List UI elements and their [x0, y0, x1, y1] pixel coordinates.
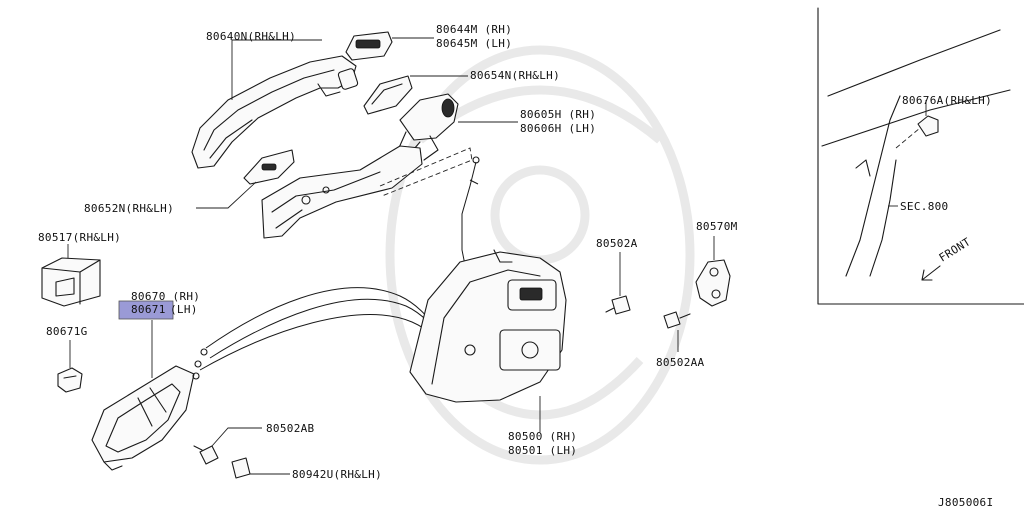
protector-80517[interactable] [41, 257, 101, 307]
callout-80605h: 80605H (RH) [520, 108, 596, 121]
callout-80645m: 80645M (LH) [436, 37, 512, 50]
gasket-80654n[interactable] [363, 75, 413, 115]
striker-80570m[interactable] [695, 259, 731, 307]
callout-80671-side: (LH) [170, 303, 198, 316]
callout-80502a: 80502A [596, 237, 638, 250]
outside-handle-bracket[interactable] [261, 145, 423, 239]
callout-80671g: 80671G [46, 325, 88, 338]
front-label: FRONT [937, 235, 973, 264]
cylinder-lock-80605h[interactable] [397, 93, 459, 161]
escutcheon-80644m[interactable] [345, 31, 393, 61]
callout-80640n: 80640N(RH&LH) [206, 30, 296, 43]
callout-80671-highlight[interactable] [118, 300, 174, 320]
callout-80652n: 80652N(RH&LH) [84, 202, 174, 215]
callout-80670: 80670 (RH) [131, 290, 200, 303]
inset-door-panel [817, 7, 1024, 305]
gasket-80652n[interactable] [243, 149, 295, 185]
callout-80501: 80501 (LH) [508, 444, 577, 457]
callout-sec800: SEC.800 [900, 200, 948, 213]
callout-80942u: 80942U(RH&LH) [292, 468, 382, 481]
screw-80502ab[interactable] [193, 445, 219, 465]
callout-80644m: 80644M (RH) [436, 23, 512, 36]
callout-80502aa: 80502AA [656, 356, 705, 369]
callout-80654n: 80654N(RH&LH) [470, 69, 560, 82]
callout-80517: 80517(RH&LH) [38, 231, 121, 244]
image-code: J805006I [938, 496, 993, 509]
grommet-80676a[interactable] [917, 115, 939, 137]
callout-80676a: 80676A(RH&LH) [902, 94, 992, 107]
cap-80942u[interactable] [231, 457, 251, 479]
outside-handle-80640n[interactable] [191, 55, 359, 169]
front-arrow-icon [921, 265, 941, 281]
clip-80671g[interactable] [57, 367, 83, 393]
callout-80502ab: 80502AB [266, 422, 315, 435]
callout-80500: 80500 (RH) [508, 430, 577, 443]
inside-handle-80671[interactable] [91, 365, 195, 471]
screw-80502aa[interactable] [663, 311, 691, 329]
callout-80671-number[interactable]: 80671 [131, 303, 166, 316]
door-lock-actuator-80500[interactable] [409, 249, 567, 403]
callout-80570m: 80570M [696, 220, 738, 233]
screw-80502a[interactable] [605, 295, 631, 315]
callout-80606h: 80606H (LH) [520, 122, 596, 135]
